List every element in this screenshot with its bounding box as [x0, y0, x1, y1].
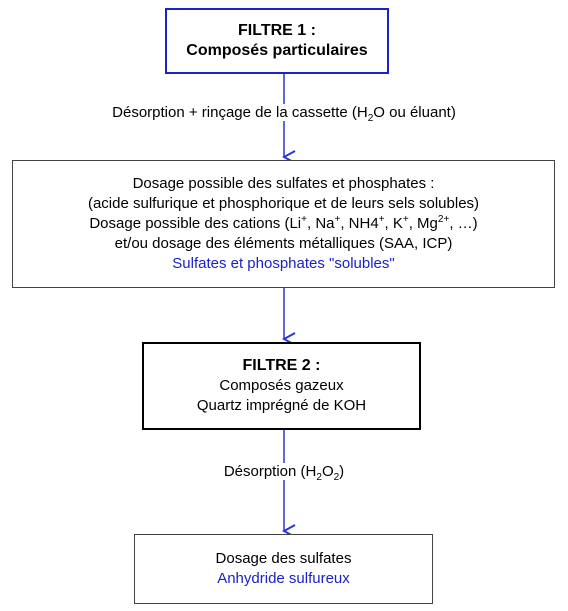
filter2-box: FILTRE 2 : Composés gazeux Quartz imprég… [142, 342, 421, 430]
line3-sup: + [402, 214, 409, 225]
step2-suffix: ) [339, 463, 345, 480]
analysis1-line2: (acide sulfurique et phosphorique et de … [87, 195, 480, 212]
filter2-line2: Quartz imprégné de KOH [196, 397, 367, 414]
line3-part: Dosage possible des cations (Li [89, 215, 302, 232]
analysis2-result: Anhydride sulfureux [217, 570, 350, 587]
line3-part: , NH4 [340, 215, 379, 232]
line3-part: , K [384, 215, 403, 232]
analysis2-box: Dosage des sulfates Anhydride sulfureux [134, 534, 433, 604]
desorption-step-2: Désorption (H2O2) [0, 463, 568, 483]
filter1-box: FILTRE 1 : Composés particulaires [165, 8, 389, 74]
line3-sup: + [334, 214, 341, 225]
step2-mid: O [321, 463, 334, 480]
analysis1-line3: Dosage possible des cations (Li+, Na+, N… [89, 214, 477, 234]
line3-sup: 2+ [437, 214, 450, 225]
filter2-line1: Composés gazeux [219, 377, 344, 394]
step2-sub: 2 [316, 472, 322, 483]
line3-sup: + [378, 214, 385, 225]
analysis1-line4: et/ou dosage des éléments métalliques (S… [114, 235, 453, 252]
line3-part: , Mg [408, 215, 438, 232]
analysis1-box: Dosage possible des sulfates et phosphat… [12, 160, 555, 288]
desorption-step-1: Désorption + rinçage de la cassette (H2O… [0, 104, 568, 124]
filter1-title: FILTRE 1 : [238, 22, 316, 39]
analysis1-result: Sulfates et phosphates "solubles" [172, 255, 395, 272]
analysis2-line1: Dosage des sulfates [215, 550, 352, 567]
step1-suffix: O ou éluant) [373, 104, 456, 121]
analysis1-line1: Dosage possible des sulfates et phosphat… [132, 175, 435, 192]
filter1-subtitle: Composés particulaires [186, 42, 368, 59]
step2-prefix: Désorption (H [223, 463, 317, 480]
line3-part: , …) [449, 215, 478, 232]
step1-sub: 2 [367, 113, 374, 124]
step1-prefix: Désorption + rinçage de la cassette (H [112, 104, 368, 121]
filter2-title: FILTRE 2 : [242, 357, 321, 374]
line3-part: , Na [306, 215, 335, 232]
line3-sup: + [301, 214, 307, 225]
step2-sub: 2 [333, 472, 340, 483]
